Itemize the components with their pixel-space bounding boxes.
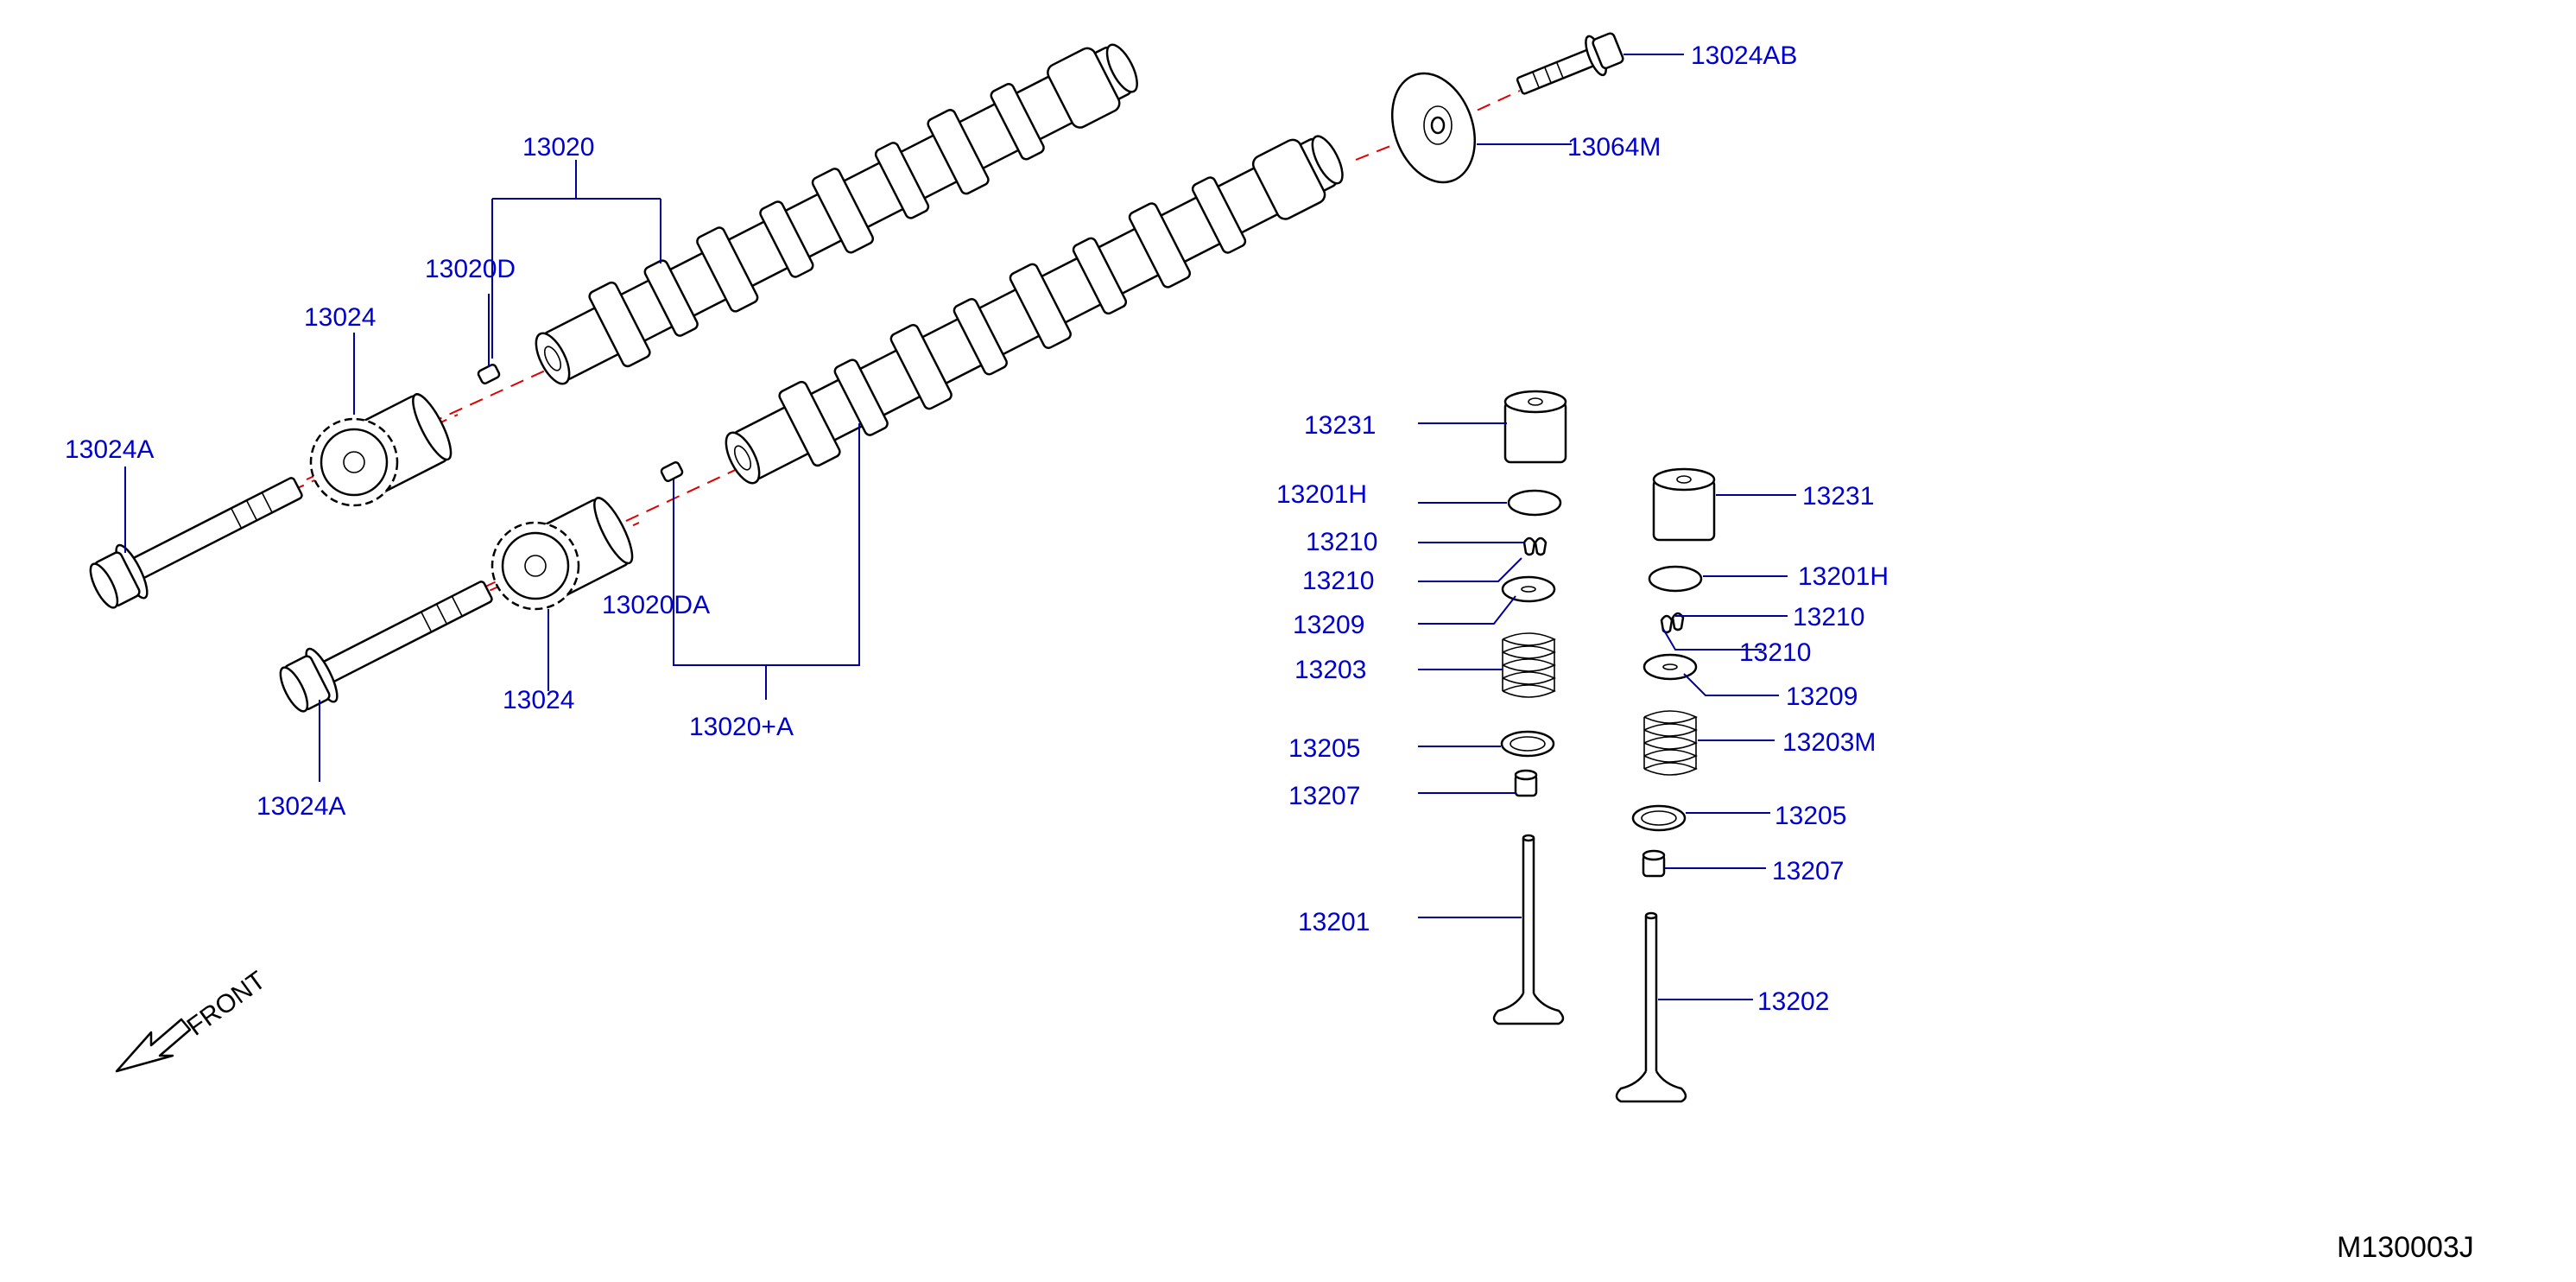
label-13020-a: 13020+A <box>689 713 794 741</box>
sprocket-13024-lower <box>448 497 640 611</box>
label-13024a-upper: 13024A <box>65 435 154 464</box>
label-13207-left: 13207 <box>1288 782 1360 810</box>
label-13201-left: 13201 <box>1298 908 1370 936</box>
part-labels: 13020 13020D 13024 13024A 13020DA 13024 … <box>65 41 1889 1016</box>
camshaft-13020-a <box>483 135 1400 588</box>
label-13202-right: 13202 <box>1757 987 1829 1016</box>
label-13020d: 13020D <box>425 255 516 283</box>
leader-lines <box>124 54 1796 1000</box>
front-arrow-icon <box>115 1018 192 1073</box>
label-13209-left: 13209 <box>1293 611 1364 639</box>
label-13210-right-a: 13210 <box>1793 603 1864 631</box>
label-13205-left: 13205 <box>1288 734 1360 763</box>
front-direction-indicator: FRONT <box>115 966 271 1073</box>
diagram-code: M130003J <box>2337 1231 2474 1264</box>
label-13210-right-b: 13210 <box>1739 638 1811 667</box>
label-13205-right: 13205 <box>1775 802 1846 830</box>
label-13209-right: 13209 <box>1786 682 1858 711</box>
label-13231-left: 13231 <box>1304 411 1376 440</box>
label-13064m: 13064M <box>1567 133 1661 162</box>
label-13024a-lower: 13024A <box>256 792 345 821</box>
sprocket-13024-upper <box>250 393 459 511</box>
label-13210-left-b: 13210 <box>1302 567 1374 595</box>
label-13020: 13020 <box>522 133 594 162</box>
label-13024ab: 13024AB <box>1691 41 1797 70</box>
bolt-13024ab <box>1516 32 1624 95</box>
valve-stack-right <box>1615 467 1716 1103</box>
front-label: FRONT <box>182 966 271 1041</box>
label-13024-upper: 13024 <box>304 303 376 332</box>
label-13207-right: 13207 <box>1772 857 1844 885</box>
label-13203m-right: 13203M <box>1782 728 1876 757</box>
dowel-pin-13020d <box>477 364 501 384</box>
bolt-13024a-upper <box>89 477 303 609</box>
label-13020da: 13020DA <box>602 591 710 619</box>
camshaft-13020 <box>306 43 1138 480</box>
label-13203-left: 13203 <box>1294 656 1366 684</box>
label-13231-right: 13231 <box>1802 482 1874 511</box>
label-13201h-right: 13201H <box>1798 562 1889 591</box>
label-13201h-left: 13201H <box>1276 480 1367 509</box>
label-13024-lower: 13024 <box>503 686 574 714</box>
dowel-pin-13020da <box>660 461 684 482</box>
bolt-13024a-lower <box>279 581 493 713</box>
label-13210-left-a: 13210 <box>1306 528 1377 556</box>
signal-plate-13064m <box>1390 72 1521 184</box>
valve-stack-left <box>1492 390 1567 1025</box>
